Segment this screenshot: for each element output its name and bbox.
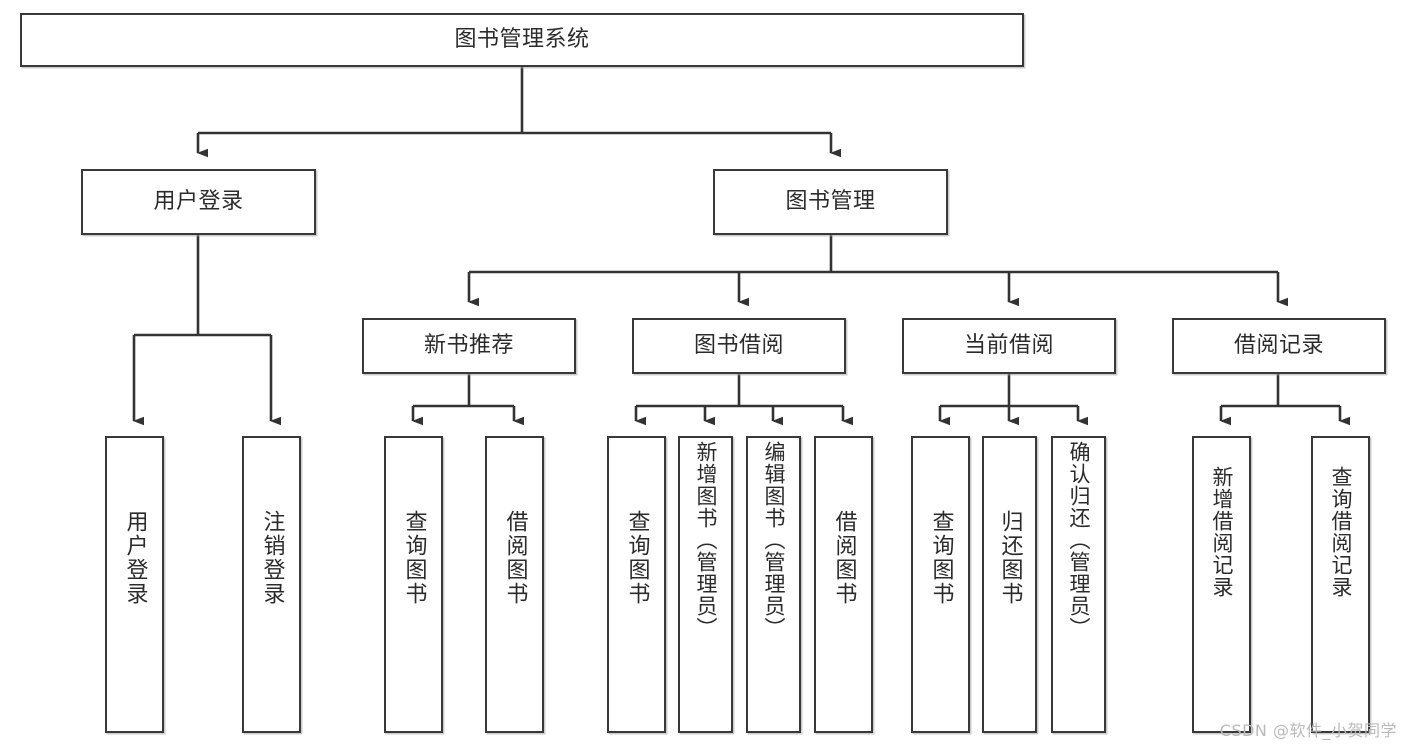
node-leaf-query-book-3-label: 查询图书 — [928, 510, 954, 606]
node-leaf-add-book[interactable]: 新增图书（管理员） — [678, 436, 733, 733]
node-leaf-query-book-1[interactable]: 查询图书 — [384, 436, 443, 733]
node-leaf-add-record-label: 新增借阅记录 — [1210, 466, 1234, 598]
node-root-label: 图书管理系统 — [454, 27, 590, 53]
node-leaf-query-book-2[interactable]: 查询图书 — [607, 436, 666, 733]
node-leaf-user-login[interactable]: 用户登录 — [105, 436, 164, 733]
node-leaf-query-book-3[interactable]: 查询图书 — [911, 436, 970, 733]
node-leaf-add-record[interactable]: 新增借阅记录 — [1192, 436, 1251, 733]
node-leaf-edit-book-label: 编辑图书（管理员） — [762, 441, 786, 639]
node-leaf-logout-label: 注销登录 — [259, 510, 285, 606]
node-leaf-confirm-return-label: 确认归还（管理员） — [1067, 441, 1091, 639]
node-leaf-logout[interactable]: 注销登录 — [242, 436, 301, 733]
node-new-book-rec[interactable]: 新书推荐 — [362, 318, 576, 374]
node-root[interactable]: 图书管理系统 — [20, 13, 1024, 67]
node-leaf-borrow-book-2[interactable]: 借阅图书 — [814, 436, 873, 733]
node-book-borrow[interactable]: 图书借阅 — [632, 318, 846, 374]
node-leaf-query-book-1-label: 查询图书 — [401, 510, 427, 606]
node-leaf-edit-book[interactable]: 编辑图书（管理员） — [746, 436, 801, 733]
node-current-borrow-label: 当前借阅 — [963, 333, 1054, 359]
node-borrow-record[interactable]: 借阅记录 — [1172, 318, 1386, 374]
node-leaf-query-book-2-label: 查询图书 — [624, 510, 650, 606]
node-user-login[interactable]: 用户登录 — [81, 169, 316, 235]
node-leaf-return-book-label: 归还图书 — [997, 510, 1023, 606]
node-book-manage-label: 图书管理 — [785, 189, 876, 215]
node-leaf-borrow-book-1[interactable]: 借阅图书 — [485, 436, 544, 733]
node-book-manage[interactable]: 图书管理 — [713, 169, 948, 235]
node-leaf-query-record[interactable]: 查询借阅记录 — [1311, 436, 1370, 733]
node-new-book-rec-label: 新书推荐 — [423, 333, 514, 359]
node-leaf-user-login-label: 用户登录 — [122, 510, 148, 606]
node-leaf-query-record-label: 查询借阅记录 — [1329, 466, 1353, 598]
node-book-borrow-label: 图书借阅 — [693, 333, 784, 359]
node-borrow-record-label: 借阅记录 — [1233, 333, 1324, 359]
node-user-login-label: 用户登录 — [153, 189, 244, 215]
node-leaf-return-book[interactable]: 归还图书 — [982, 436, 1037, 733]
node-current-borrow[interactable]: 当前借阅 — [902, 318, 1116, 374]
node-leaf-borrow-book-1-label: 借阅图书 — [502, 510, 528, 606]
node-leaf-confirm-return[interactable]: 确认归还（管理员） — [1051, 436, 1106, 733]
node-leaf-borrow-book-2-label: 借阅图书 — [831, 510, 857, 606]
node-leaf-add-book-label: 新增图书（管理员） — [694, 441, 718, 639]
